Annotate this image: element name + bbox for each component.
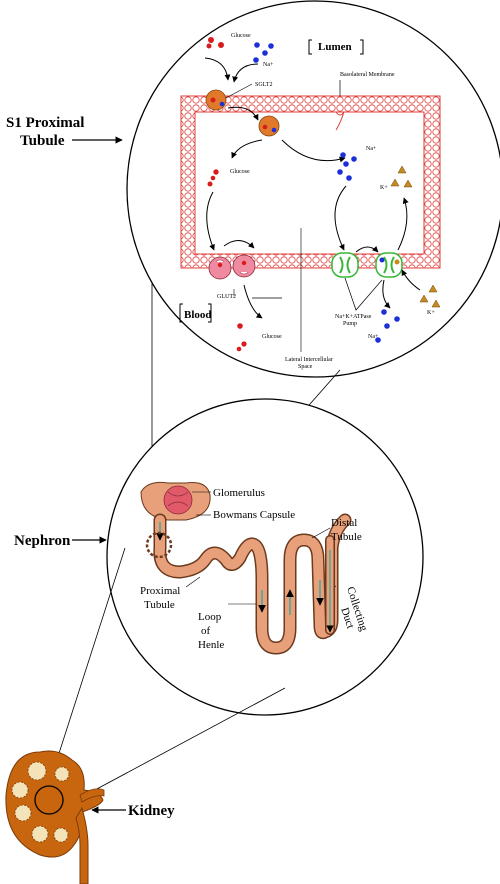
glucose-top-label: Glucose bbox=[231, 33, 251, 39]
na-right-label: Na+ bbox=[366, 146, 377, 152]
arrow bbox=[382, 279, 391, 309]
s1-label-line2: Tubule bbox=[20, 133, 65, 149]
sglt2-transporter bbox=[205, 89, 227, 111]
blood-label: Blood bbox=[184, 309, 212, 321]
pump-label-1: Na+K+ATPase bbox=[335, 314, 372, 320]
lumen-label: Lumen bbox=[318, 41, 352, 53]
k-right-label: K+ bbox=[380, 185, 388, 191]
arrow bbox=[401, 269, 421, 291]
kidney-zoom-circle bbox=[34, 785, 64, 815]
potassium-ion bbox=[390, 165, 413, 188]
arrow bbox=[206, 191, 215, 251]
proximal-label-2: Tubule bbox=[144, 599, 175, 611]
kidney-label: Kidney bbox=[128, 803, 175, 819]
glomerulus-label: Glomerulus bbox=[213, 487, 265, 499]
potassium-ion bbox=[419, 284, 441, 308]
nephron-label: Nephron bbox=[14, 533, 71, 549]
distal-label-1: Distal bbox=[331, 517, 357, 529]
glut2-transporter bbox=[232, 254, 256, 278]
arrow bbox=[281, 139, 346, 163]
na-top-label: Na+ bbox=[263, 62, 274, 68]
lateral-label-2: Space bbox=[298, 364, 313, 370]
sodium-ion bbox=[375, 309, 400, 343]
sodium-ion bbox=[253, 42, 274, 63]
arrow bbox=[243, 284, 263, 319]
kidney bbox=[5, 750, 105, 884]
arrow bbox=[231, 139, 263, 159]
arrow bbox=[355, 246, 379, 253]
nephron-zoom: Glomerulus Bowmans Capsule Distal Tubule… bbox=[106, 398, 424, 716]
bowmans-label: Bowmans Capsule bbox=[213, 509, 295, 521]
loop-label-3: Henle bbox=[198, 639, 224, 651]
k-bottom-label: K+ bbox=[427, 310, 435, 316]
glucose-molecule bbox=[207, 169, 219, 187]
glomerulus bbox=[140, 481, 211, 521]
arrow bbox=[397, 197, 409, 251]
s1-label-line1: S1 Proximal bbox=[6, 115, 84, 131]
pump-label-2: Pump bbox=[343, 321, 357, 327]
sglt2-label: SGLT2 bbox=[255, 82, 272, 88]
glucose-molecule bbox=[206, 37, 224, 49]
arrow bbox=[334, 185, 347, 251]
s1-cell-zoom: Lumen Glucose Na+ SGLT2 Basolate bbox=[126, 0, 500, 378]
basolateral-label: Basolateral Membrane bbox=[340, 72, 395, 78]
loop-label-1: Loop bbox=[198, 611, 222, 623]
sodium-ion bbox=[337, 152, 357, 181]
distal-label-2: Tubule bbox=[331, 531, 362, 543]
arrow bbox=[227, 106, 259, 121]
arrow bbox=[204, 57, 231, 81]
lateral-label-1: Lateral Intercellular bbox=[285, 357, 333, 363]
na-k-atpase-pump bbox=[375, 252, 403, 278]
sglt2-transporter bbox=[258, 115, 280, 137]
na-bottom-label: Na+ bbox=[368, 334, 379, 340]
connector-line bbox=[79, 687, 286, 799]
proximal-label-1: Proximal bbox=[140, 585, 180, 597]
glucose-mid-label: Glucose bbox=[230, 169, 250, 175]
arrow bbox=[223, 240, 255, 249]
glut2-label: GLUT2 bbox=[217, 294, 236, 300]
glut2-transporter bbox=[208, 256, 232, 280]
glucose-molecule bbox=[236, 323, 247, 352]
glucose-bottom-label: Glucose bbox=[262, 334, 282, 340]
s1-highlight bbox=[145, 531, 173, 559]
arrow bbox=[232, 63, 259, 83]
loop-label-2: of bbox=[201, 625, 211, 637]
na-k-atpase-pump bbox=[331, 252, 359, 278]
